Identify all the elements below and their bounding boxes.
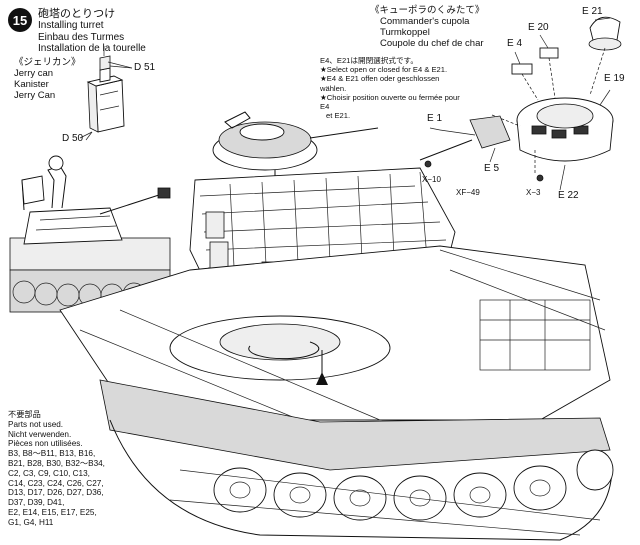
jerry-can-leaders — [79, 61, 133, 139]
unused-parts-line: G1, G4, H11 — [8, 517, 54, 527]
step-title-fr: Installation de la tourelle — [38, 43, 146, 54]
step-title-en: Installing turret — [38, 20, 104, 31]
step-title-de: Einbau des Turmes — [38, 31, 125, 43]
unused-parts-heading-jp: 不要部品 — [8, 410, 41, 419]
unused-parts-heading-en: Parts not used. — [8, 419, 64, 429]
cupola-label-de: Turmkoppel — [380, 27, 430, 38]
jerry-can-label-en: Jerry can — [14, 68, 54, 79]
cupola-note-jp: E4、E21は開閉選択式です。 — [320, 56, 418, 65]
unused-parts-heading-fr: Pièces non utilisées. — [8, 439, 83, 449]
cupola-label-fr: Coupole du chef de char — [380, 38, 484, 49]
part-label-e19: E 19 — [604, 73, 625, 84]
unused-parts-line: C14, C23, C24, C26, C27, — [8, 478, 104, 488]
part-label-e20: E 20 — [528, 22, 549, 33]
part-label-e4: E 4 — [507, 38, 523, 49]
jerry-can-label-fr: Jerry Can — [14, 90, 56, 101]
cupola-drawing — [419, 16, 622, 191]
unused-parts-line: B21, B28, B30, B32〜B34, — [8, 458, 105, 468]
cupola-heading-jp: 《キューポラのくみたて》 — [370, 5, 485, 16]
cupola-notes: E4、E21は開閉選択式です。 ★Select open or closed f… — [320, 56, 460, 120]
step-number-badge: 15 — [8, 8, 32, 32]
step-title-block: 砲塔のとりつけ Installing turret Einbau des Tur… — [38, 8, 146, 55]
cupola-note-fr: ★Choisir position ouverte ou fermée pour… — [320, 92, 460, 112]
tracks-drawing — [109, 419, 614, 541]
cupola-label-block: 《キューポラのくみたて》 Commander's cupola Turmkopp… — [370, 5, 484, 49]
unused-parts-block: 不要部品 Parts not used. Nicht verwenden. Pi… — [8, 410, 138, 528]
part-label-e5: E 5 — [484, 163, 500, 174]
unused-parts-line: D13, D17, D26, D27, D36, — [8, 488, 104, 498]
step-title-jp: 砲塔のとりつけ — [38, 8, 116, 20]
jerry-can-label-block: 《ジェリカン》 Jerry can Kanister Jerry Can — [14, 57, 81, 101]
unused-parts-line: C2, C3, C9, C10, C13, — [8, 468, 90, 478]
jerry-can-label-de: Kanister — [14, 79, 49, 90]
unused-parts-line: E2, E14, E15, E17, E25, — [8, 507, 97, 517]
part-label-d51: D 51 — [134, 62, 156, 73]
jerry-can-drawing — [85, 46, 133, 141]
unused-parts-line: B3, B8〜B11, B13, B16, — [8, 449, 96, 459]
cupola-label-en: Commander's cupola — [380, 16, 470, 27]
part-label-x10: X−10 — [422, 175, 441, 184]
part-label-d50: D 50 — [62, 133, 84, 144]
part-label-x3: X−3 — [526, 188, 541, 197]
unused-parts-heading-de: Nicht verwenden. — [8, 429, 72, 439]
cupola-note-de: ★E4 & E21 offen oder geschlossen wählen. — [320, 74, 440, 93]
jerry-can-heading-jp: 《ジェリカン》 — [14, 57, 81, 68]
cupola-note-en: ★Select open or closed for E4 & E21. — [320, 65, 448, 75]
part-label-e21: E 21 — [582, 6, 603, 17]
part-label-xf49: XF−49 — [456, 188, 480, 197]
cupola-note-fr-cont: et E21. — [326, 111, 351, 121]
part-label-e22: E 22 — [558, 190, 579, 201]
hull-drawing — [59, 245, 611, 471]
part-label-e1: E 1 — [427, 113, 443, 124]
step-number: 15 — [12, 12, 28, 28]
unused-parts-line: D37, D39, D41, — [8, 498, 65, 508]
